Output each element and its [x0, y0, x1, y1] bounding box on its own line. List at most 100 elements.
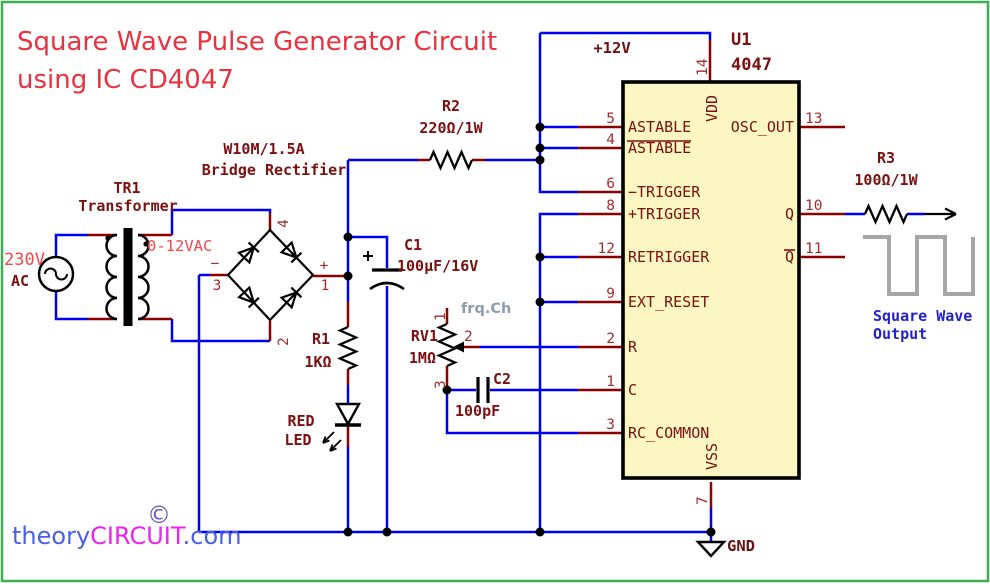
wire-ac-bottom	[54, 291, 88, 321]
junction-dot	[442, 385, 452, 395]
bridge-pin-1: 1	[321, 278, 330, 294]
pin-leads	[88, 40, 845, 508]
capacitor-c2-symbol	[476, 377, 490, 403]
transformer-core	[123, 228, 133, 326]
ic-pin-num-1: 1	[606, 374, 615, 390]
ic-pin-name-astable-bar: ASTABLE	[628, 139, 691, 157]
wire-gnd-vertical	[538, 212, 578, 532]
ic-pin-name-neg-trigger: −TRIGGER	[628, 183, 701, 201]
tr1-name: Transformer	[78, 197, 177, 215]
ic-pin-name-c: C	[628, 381, 637, 399]
output-label-line1: Square Wave	[873, 307, 972, 325]
page-title-line1: Square Wave Pulse Generator Circuit	[17, 27, 497, 57]
wire-secondary-top	[170, 208, 272, 235]
ic-pin-num-7: 7	[695, 496, 711, 505]
rv1-pin-3: 3	[433, 380, 449, 389]
ic-pin-name-astable: ASTABLE	[628, 118, 691, 136]
c2-value: 100pF	[455, 402, 500, 420]
junction-dot	[382, 527, 392, 537]
ic-pin-num-4: 4	[606, 132, 615, 148]
bridge-diamond	[226, 228, 315, 322]
bridge-name-label: Bridge Rectifier	[202, 161, 347, 179]
watermark-circuit: CIRCUIT	[90, 522, 186, 550]
junction-dot	[535, 143, 545, 153]
junction-dots	[343, 122, 716, 537]
ic-pin-num-6: 6	[606, 176, 615, 192]
ground-triangle	[695, 540, 727, 558]
bridge-rectifier-symbol	[226, 228, 315, 322]
wire-12v-vertical	[538, 33, 578, 194]
r2-ref: R2	[442, 97, 460, 115]
ic-pin-num-10: 10	[805, 198, 822, 214]
resistor-r3-zigzag	[863, 203, 909, 225]
primary-phase-dot	[105, 235, 111, 241]
junction-dot	[535, 122, 545, 132]
gnd-label: GND	[727, 537, 755, 555]
rv1-pin-2: 2	[464, 329, 473, 345]
ic-pin-num-9: 9	[606, 286, 615, 302]
wire-ac-top	[54, 233, 88, 257]
junction-dot	[343, 271, 353, 281]
rail-label-12v: +12V	[593, 39, 630, 57]
bridge-minus-sign: −	[211, 256, 220, 272]
ground-symbol	[695, 540, 727, 558]
led-light-arrow-1	[322, 431, 335, 444]
diode-top-right	[279, 240, 303, 264]
secondary-coil	[137, 233, 150, 321]
tr1-ref: TR1	[113, 179, 140, 197]
wire-secondary-bottom	[170, 319, 270, 343]
primary-ac-label: AC	[11, 272, 29, 290]
bridge-pin-3: 3	[213, 278, 222, 294]
c2-ref: C2	[493, 370, 511, 388]
led-symbol	[322, 402, 362, 452]
ic-pin-name-vdd: VDD	[703, 95, 721, 122]
r2-value: 220Ω/1W	[419, 119, 483, 137]
diode-bottom-left	[237, 285, 260, 309]
watermark-theory: theory	[12, 522, 90, 550]
led-label-red: RED	[287, 412, 314, 430]
led-label-led: LED	[284, 431, 311, 449]
ic-pin-num-8: 8	[606, 198, 615, 214]
c1-bottom-plate	[369, 281, 405, 291]
copyright-mark: ©	[147, 501, 171, 529]
ic-pin-num-5: 5	[606, 111, 615, 127]
ic-pin-name-r: R	[628, 338, 638, 356]
ic-part-number: 4047	[731, 55, 772, 75]
output-label-line2: Output	[873, 325, 927, 343]
sine-glyph	[44, 267, 68, 281]
ic-u1: ASTABLE ASTABLE −TRIGGER +TRIGGER RETRIG…	[598, 30, 823, 505]
r1-ref: R1	[312, 330, 330, 348]
resistor-r2-zigzag	[428, 149, 474, 171]
ic-pin-name-osc-out: OSC_OUT	[731, 118, 794, 136]
primary-coil	[105, 233, 118, 321]
square-wave-waveform	[863, 235, 975, 296]
ic-pin-num-13: 13	[805, 111, 822, 127]
ic-pin-name-retrigger: RETRIGGER	[628, 248, 710, 266]
ic-pin-name-q-bar: Q	[785, 248, 794, 266]
junction-dot	[535, 527, 545, 537]
ic-pin-num-14: 14	[695, 58, 711, 76]
rv1-ref: RV1	[411, 327, 438, 345]
rv1-pin-1: 1	[433, 312, 449, 321]
bridge-pin-4: 4	[276, 219, 292, 228]
r3-ref: R3	[877, 149, 895, 167]
junction-dot	[535, 155, 545, 165]
output-arrow	[925, 207, 957, 221]
lead-secondary	[138, 233, 172, 321]
junction-dot	[535, 252, 545, 262]
ic-pin-num-2: 2	[606, 331, 615, 347]
junction-dot	[535, 297, 545, 307]
r3-value: 100Ω/1W	[854, 171, 918, 189]
ic-pin-name-vss: VSS	[703, 443, 721, 470]
capacitor-c1-symbol	[363, 251, 405, 291]
r1-value: 1KΩ	[304, 353, 331, 371]
ic-pin-num-3: 3	[606, 417, 615, 433]
diode-bottom-right	[279, 286, 303, 310]
c1-plus-sign	[363, 251, 373, 261]
ic-ref: U1	[731, 30, 751, 50]
led-light-arrow-2	[329, 439, 342, 452]
ic-body	[621, 80, 801, 480]
rv1-wiper-arrow	[453, 341, 464, 353]
